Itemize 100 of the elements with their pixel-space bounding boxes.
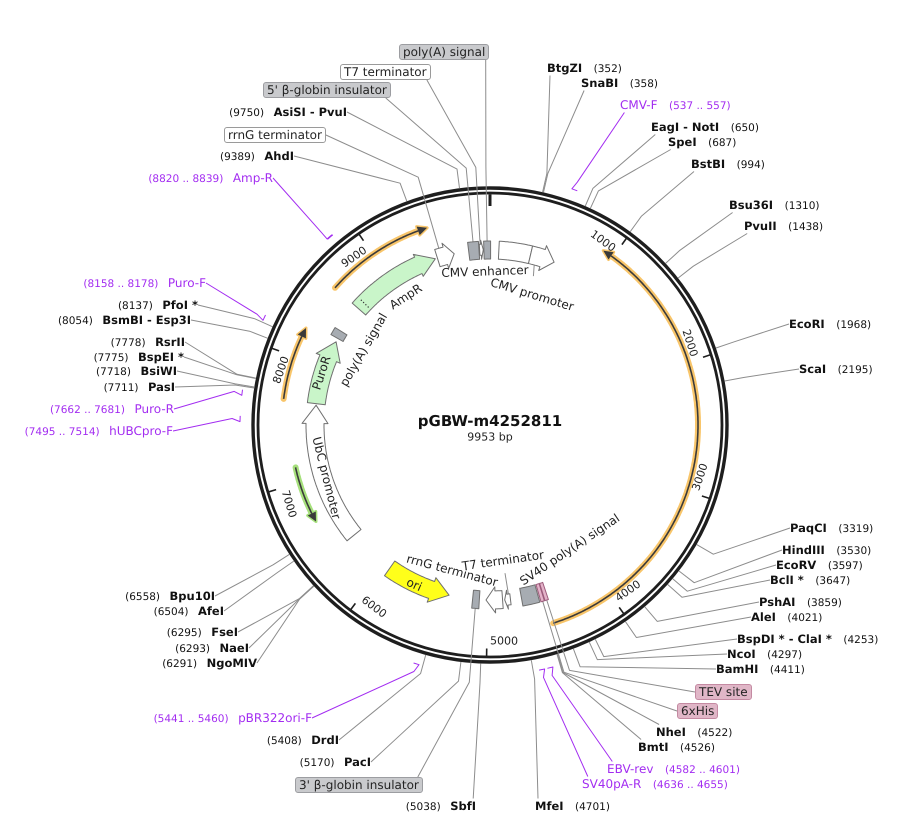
feature-block: [470, 589, 481, 610]
plasmid-length: 9953 bp: [467, 430, 513, 444]
leader-line: [426, 80, 481, 245]
restriction-site-label: (6291) NgoMIV: [162, 656, 257, 670]
tick-label: 7000: [278, 488, 300, 519]
restriction-site-label: (8054) BsmBI - Esp3I: [58, 312, 191, 328]
leader-line: [312, 662, 420, 718]
leader-line: [417, 608, 476, 778]
restriction-site-label: (6293) NaeI: [175, 640, 249, 656]
restriction-site-label: SpeI (687): [668, 134, 736, 150]
feature-block: [518, 583, 541, 608]
primer-label: (5441 .. 5460) pBR322ori-F: [154, 710, 312, 726]
plasmid-name: pGBW-m4252811: [418, 412, 562, 430]
leader-line: [294, 156, 408, 202]
leader-line: [256, 586, 314, 664]
restriction-site-label: SnaBI (358): [581, 76, 658, 90]
leader-line: [667, 580, 770, 598]
feature-shape: [478, 239, 485, 261]
leader-line: [672, 564, 776, 592]
restriction-site-label: (6504) AfeI: [154, 604, 224, 618]
leader-line: [504, 572, 509, 594]
restriction-site-label: MfeI (4701): [535, 798, 610, 814]
leader-line: [590, 149, 672, 209]
restriction-site-label: (9389) AhdI: [220, 148, 294, 164]
restriction-site-label: Bsu36I (1310): [729, 198, 820, 212]
leader-line: [644, 602, 760, 622]
leader-line: [538, 668, 588, 777]
leader-line: [190, 320, 268, 339]
leader-line: [248, 586, 314, 648]
restriction-site-label: EagI - NotI (650): [651, 120, 759, 134]
restriction-site-label: PshAI (3859): [759, 594, 842, 610]
tick-label: 2000: [680, 328, 700, 359]
restriction-site-label: (7711) PasI: [104, 380, 175, 394]
leader-line: [385, 98, 474, 242]
feature-block: [466, 240, 481, 262]
feature-block: [329, 326, 348, 343]
feature-tag: T7 terminator: [340, 64, 431, 80]
leader-line: [572, 648, 716, 670]
restriction-site-label: (7778) RsrII: [110, 334, 185, 350]
primer-site-mark: [326, 233, 334, 241]
restriction-site-label: BtgZI (352): [547, 60, 622, 76]
leader-line: [472, 663, 482, 799]
restriction-site-label: (6558) Bpu10I: [125, 588, 215, 604]
feature-block: [482, 240, 492, 261]
leader-line: [214, 554, 290, 596]
feature-tag: poly(A) signal: [399, 44, 490, 60]
feature-label: ori: [404, 576, 424, 594]
restriction-site-label: (7718) BsiWI: [96, 364, 177, 378]
tick-label: 8000: [270, 354, 292, 385]
leader-line: [594, 638, 738, 658]
restriction-site-label: BspDI * - ClaI * (4253): [737, 632, 878, 646]
leader-line: [174, 384, 255, 388]
primer-label: (7662 .. 7681) Puro-R: [50, 402, 174, 416]
restriction-site-label: BclI * (3647): [770, 572, 850, 588]
feature-shape: [503, 589, 513, 611]
restriction-site-label: (8137) PfoI *: [118, 298, 198, 312]
leader-line: [325, 134, 440, 249]
leader-line: [172, 415, 241, 432]
tick-label: 3000: [688, 462, 710, 493]
leader-line: [184, 356, 256, 379]
restriction-site-label: (5408) DrdI: [266, 732, 339, 748]
primer-label: EBV-rev (4582 .. 4601): [607, 762, 740, 776]
leader-line: [272, 178, 328, 240]
leader-line: [184, 342, 256, 379]
feature-shape: [527, 244, 556, 272]
leader-line: [174, 389, 243, 410]
leader-line: [176, 370, 255, 388]
leader-line: [543, 90, 585, 193]
leader-line: [584, 134, 656, 206]
restriction-site-label: EcoRI (1968): [789, 316, 872, 332]
leader-line: [571, 112, 625, 192]
leader-line: [588, 642, 728, 660]
leader-line: [206, 282, 266, 321]
primer-label: (7495 .. 7514) hUBCpro-F: [24, 424, 173, 438]
restriction-site-label: (7775) BspEI *: [94, 350, 184, 364]
leader-line: [724, 368, 800, 382]
feature-shape: [485, 585, 505, 614]
leader-line: [696, 528, 790, 555]
leader-line: [485, 60, 488, 242]
primer-label: (8820 .. 8839) Amp-R: [148, 170, 273, 186]
leader-line: [532, 264, 535, 277]
restriction-site-label: NheI (4522): [656, 724, 732, 740]
leader-line: [370, 662, 462, 762]
leader-line: [338, 654, 426, 740]
leader-line: [556, 654, 642, 740]
restriction-site-label: (9750) AsiSI - PvuI: [229, 104, 347, 120]
feature-block: [497, 240, 534, 265]
restriction-site-label: PvuII (1438): [744, 218, 824, 234]
restriction-site-label: (6295) FseI: [166, 624, 238, 640]
leader-line: [678, 233, 748, 278]
leader-line: [546, 600, 696, 692]
leader-line: [678, 550, 782, 584]
restriction-site-label: HindIII (3530): [782, 542, 872, 558]
primer-label: (8158 .. 8178) Puro-F: [83, 276, 206, 290]
leader-line: [625, 616, 752, 638]
restriction-site-label: AleI (4021): [751, 610, 822, 624]
restriction-site-label: (5170) PacI: [300, 754, 371, 770]
feature-tag: TEV site: [695, 684, 752, 700]
restriction-site-label: (5038) SbfI: [406, 798, 476, 814]
restriction-site-label: NcoI (4297): [727, 646, 802, 662]
